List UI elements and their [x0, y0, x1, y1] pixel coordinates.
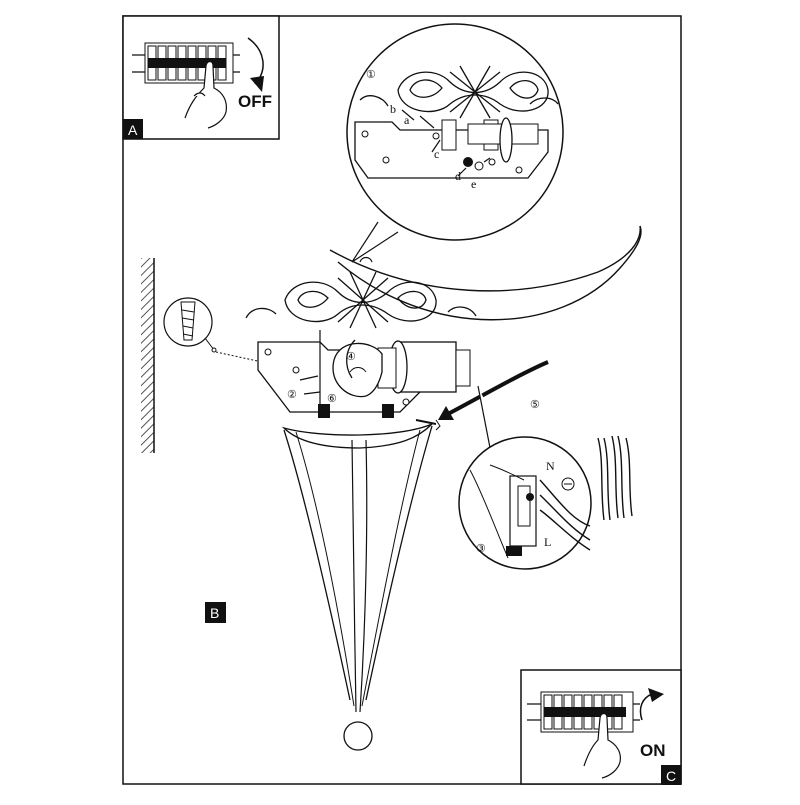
panel-a-badge	[123, 119, 143, 139]
panel-a-label: A	[128, 122, 138, 138]
detail-3-bubble	[458, 385, 592, 570]
panel-b-label: B	[210, 605, 219, 621]
detail-letter-e: e	[471, 177, 476, 191]
page-frame	[122, 15, 682, 785]
panel-c-badge	[661, 765, 681, 785]
arrow-head-icon	[250, 76, 264, 92]
glass-shade	[329, 225, 642, 321]
wall	[141, 258, 155, 453]
breaker-panel-icon	[527, 691, 640, 733]
step-3-label: ③	[476, 542, 486, 555]
step-5-label: ⑤	[530, 398, 540, 411]
insert-arrow-icon	[447, 360, 549, 416]
detail-letter-d: d	[455, 169, 461, 183]
step-1-label: ①	[366, 68, 376, 81]
panel-b-badge	[205, 602, 226, 623]
mains-wires	[597, 435, 633, 521]
detail-letter-a: a	[404, 113, 410, 127]
step-2-label: ②	[287, 388, 297, 401]
breaker-panel-icon	[132, 42, 240, 84]
wall-plug-detail	[163, 297, 263, 363]
step-6-label: ⑥	[327, 392, 337, 405]
detail-1-bubble	[346, 23, 564, 263]
hand-icon	[184, 60, 227, 129]
wire-live-label: L	[544, 535, 551, 549]
light-bulb	[332, 342, 383, 398]
off-label: OFF	[238, 92, 272, 111]
detail-letter-b: b	[390, 102, 396, 116]
fixture-body	[281, 423, 433, 751]
arrow-head-icon	[648, 688, 664, 702]
arrow-head-icon	[438, 406, 454, 420]
detail-letter-c: c	[434, 147, 439, 161]
finial-ball	[343, 721, 373, 751]
lamp-socket	[377, 340, 471, 394]
hand-icon	[583, 712, 621, 779]
turn-arrow-icon	[639, 693, 653, 721]
wire-neutral-label: N	[546, 459, 555, 473]
on-label: ON	[640, 741, 666, 760]
panel-c-label: C	[666, 768, 676, 784]
panel-c: ON C	[520, 669, 682, 785]
step-4-label: ④	[346, 350, 356, 363]
arrows-main	[299, 339, 356, 395]
screw	[415, 419, 441, 431]
ornament-plate	[245, 256, 477, 329]
panel-a: OFF A	[122, 15, 280, 140]
